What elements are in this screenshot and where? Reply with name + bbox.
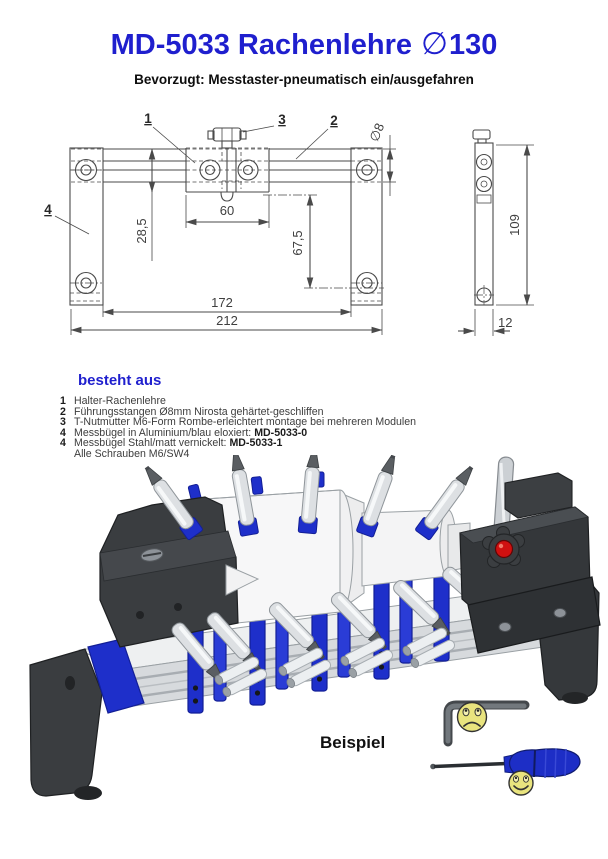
callouts: 1 3 2 4 bbox=[44, 111, 338, 235]
tailstock-block bbox=[99, 496, 260, 648]
page-title: MD-5033 Rachenlehre ∅130 bbox=[0, 26, 608, 62]
sad-smiley-icon bbox=[456, 701, 488, 733]
dim-rail-offset: 28,5 bbox=[134, 148, 156, 261]
dim-rod-diameter: ∅8 bbox=[366, 121, 396, 196]
parts-item: 3 T-Nutmutter M6-Form Rombe-erleichtert … bbox=[60, 416, 417, 429]
parts-item: 2 Führungsstangen Ø8mm Nirosta gehärtet-… bbox=[60, 405, 324, 418]
title-size: 130 bbox=[449, 29, 498, 61]
right-bracket-plate bbox=[350, 147, 383, 306]
parts-list: besteht aus 1 Halter-Rachenlehre 2 Führu… bbox=[60, 372, 600, 460]
left-bracket-plate bbox=[69, 147, 104, 306]
happy-smiley-icon bbox=[508, 770, 534, 796]
dim-172: 172 bbox=[211, 295, 233, 310]
parts-item: 1 Halter-Rachenlehre bbox=[60, 395, 166, 407]
parts-item: Alle Schrauben M6/SW4 bbox=[74, 447, 190, 460]
callout-4: 4 bbox=[44, 202, 52, 217]
left-foot bbox=[29, 648, 103, 800]
dim-12: 12 bbox=[498, 315, 512, 330]
red-knob-center bbox=[494, 539, 514, 559]
callout-1: 1 bbox=[144, 111, 152, 126]
title-text: MD-5033 Rachenlehre bbox=[110, 29, 412, 61]
page-subtitle: Bevorzugt: Messtaster-pneumatisch ein/au… bbox=[134, 72, 474, 87]
dim-side-depth: 12 bbox=[458, 309, 512, 336]
side-view bbox=[472, 129, 494, 306]
allen-key-icon bbox=[443, 700, 530, 747]
parts-heading: besteht aus bbox=[78, 372, 162, 389]
headstock-block bbox=[459, 456, 601, 654]
dim-67-5: 67,5 bbox=[290, 230, 305, 255]
left-blue-clamp bbox=[87, 638, 145, 714]
thumb-screw bbox=[207, 127, 247, 202]
dim-dia8: ∅8 bbox=[366, 121, 387, 144]
figure-caption: Beispiel bbox=[320, 733, 385, 752]
dim-212: 212 bbox=[216, 313, 238, 328]
dim-total-width: 212 bbox=[70, 309, 383, 335]
callout-2: 2 bbox=[330, 113, 338, 128]
diameter-symbol: ∅ bbox=[421, 26, 449, 61]
upper-probes bbox=[140, 455, 478, 541]
dim-28-5: 28,5 bbox=[134, 218, 149, 243]
screwdriver-icon bbox=[430, 748, 581, 779]
technical-drawing: 60 28,5 67,5 172 212 bbox=[44, 111, 534, 336]
callout-3: 3 bbox=[278, 112, 286, 127]
parts-item: 4 Messbügel in Aluminium/blau eloxiert: … bbox=[60, 426, 308, 439]
dim-probe-offset: 67,5 bbox=[263, 194, 384, 289]
parts-item: 4 Messbügel Stahl/matt vernickelt: MD-50… bbox=[60, 437, 283, 450]
star-knob bbox=[482, 526, 525, 568]
example-3d-figure: Beispiel bbox=[29, 455, 601, 800]
holder-block bbox=[185, 147, 270, 193]
dim-block-width: 60 bbox=[185, 195, 270, 228]
dim-109: 109 bbox=[507, 214, 522, 236]
dim-side-height: 109 bbox=[496, 144, 534, 306]
dim-60: 60 bbox=[220, 203, 234, 218]
dim-hole-spacing: 172 bbox=[102, 295, 352, 317]
